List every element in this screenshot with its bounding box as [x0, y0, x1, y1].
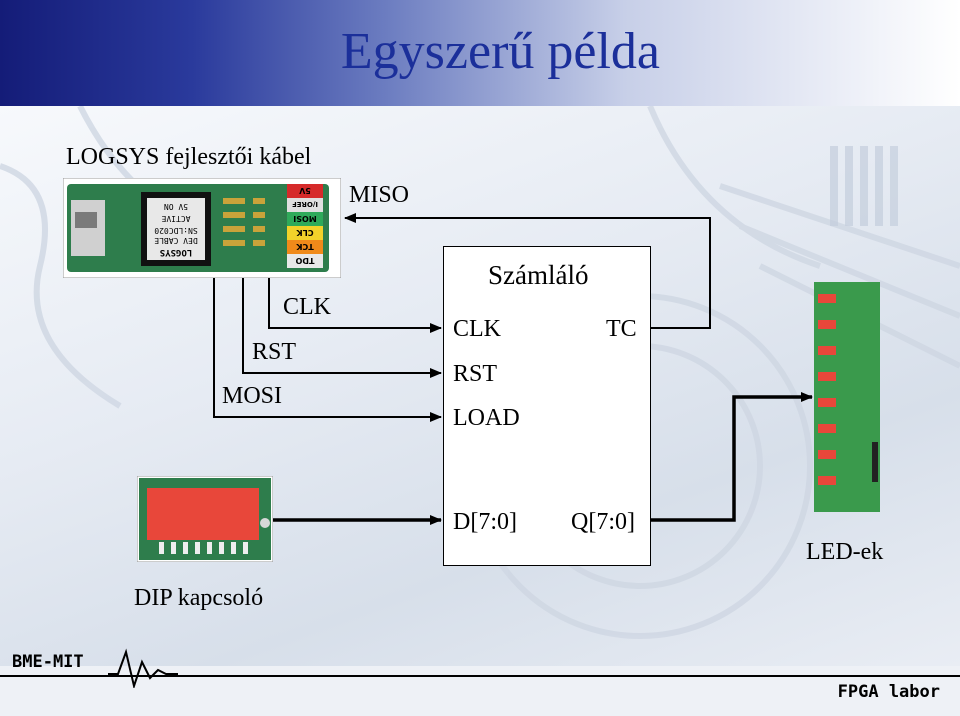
mosi-signal-label: MOSI	[222, 383, 283, 409]
pin-label-5v	[287, 184, 323, 198]
dip-switch-photo	[137, 476, 273, 562]
pin-label-mosi	[287, 212, 323, 226]
dip-switch-label: DIP kapcsoló	[134, 585, 264, 611]
logsys-cable-photo: 5V ON ACTIVE SN:LDC020 DEV CABLE LOGSYS …	[63, 178, 341, 278]
counter-port-rst: RST	[453, 361, 498, 387]
counter-title: Számláló	[488, 260, 589, 290]
slide-title: Egyszerű példa	[340, 23, 660, 80]
chip-line: ACTIVE	[161, 214, 190, 223]
pin-text: CLK	[296, 228, 314, 237]
counter-block	[443, 246, 651, 566]
title-banner	[0, 0, 960, 106]
pin-label-tdo	[287, 254, 323, 268]
counter-port-load: LOAD	[453, 405, 520, 431]
mosi-wire	[213, 278, 442, 422]
footer-bme-mit: BME-MIT	[12, 652, 84, 672]
dip-switch-body	[147, 488, 259, 540]
pin-label-clk	[287, 226, 323, 240]
chip-line: SN:LDC020	[154, 226, 198, 235]
pin-label-tck	[287, 240, 323, 254]
resistor-logo-icon	[108, 648, 178, 688]
footer-divider	[0, 675, 960, 677]
pin-label-ioref	[287, 198, 323, 212]
pin-text: TDO	[295, 256, 314, 265]
counter-port-d: D[7:0]	[453, 509, 517, 535]
rst-wire	[242, 278, 442, 378]
rst-signal-label: RST	[252, 339, 297, 365]
pin-text: 5V	[298, 186, 311, 195]
counter-port-clk: CLK	[453, 316, 501, 342]
pin-text: I/OREF	[292, 200, 318, 208]
cable-label: LOGSYS fejlesztői kábel	[66, 144, 312, 170]
counter-port-tc: TC	[606, 316, 637, 342]
chip-line: LOGSYS	[160, 247, 193, 257]
led-data-wire	[651, 392, 813, 522]
chip-line: DEV CABLE	[154, 236, 198, 245]
chip-line: 5V ON	[164, 202, 188, 211]
footer-fpga-labor: FPGA labor	[837, 682, 940, 702]
miso-label: MISO	[349, 182, 410, 208]
clk-wire	[268, 278, 442, 333]
counter-port-q: Q[7:0]	[571, 509, 635, 535]
leds-label: LED-ek	[806, 539, 884, 565]
pin-text: MOSI	[293, 214, 317, 223]
pin-text: TCK	[295, 242, 313, 251]
led-row	[818, 294, 836, 485]
clk-signal-label: CLK	[283, 294, 331, 320]
led-board-photo	[814, 282, 880, 512]
miso-wire	[344, 213, 711, 329]
